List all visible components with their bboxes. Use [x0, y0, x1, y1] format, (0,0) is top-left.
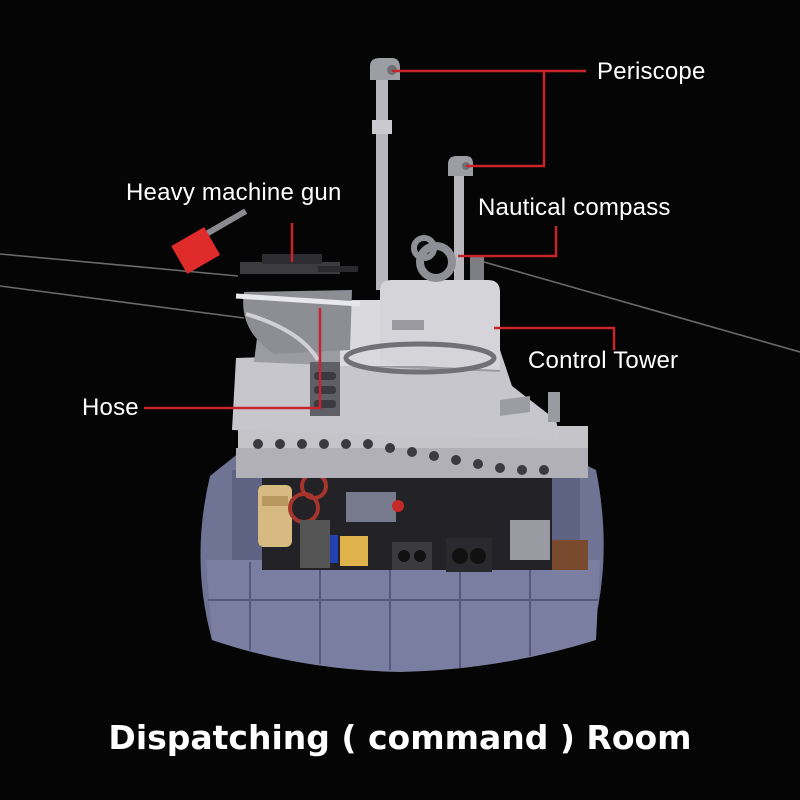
control-tower-label: Control Tower: [528, 347, 679, 374]
rigging-wires: [0, 253, 800, 353]
callout-lines: [144, 69, 616, 410]
nautical-compass-part: [411, 235, 484, 282]
hose-label: Hose: [82, 394, 139, 421]
caption-title: Dispatching ( command ) Room: [108, 718, 692, 757]
nautical-compass-label: Nautical compass: [478, 194, 671, 221]
heavy-machine-gun-label: Heavy machine gun: [126, 179, 342, 206]
red-flag: [171, 208, 248, 274]
periscope-label: Periscope: [597, 58, 706, 85]
